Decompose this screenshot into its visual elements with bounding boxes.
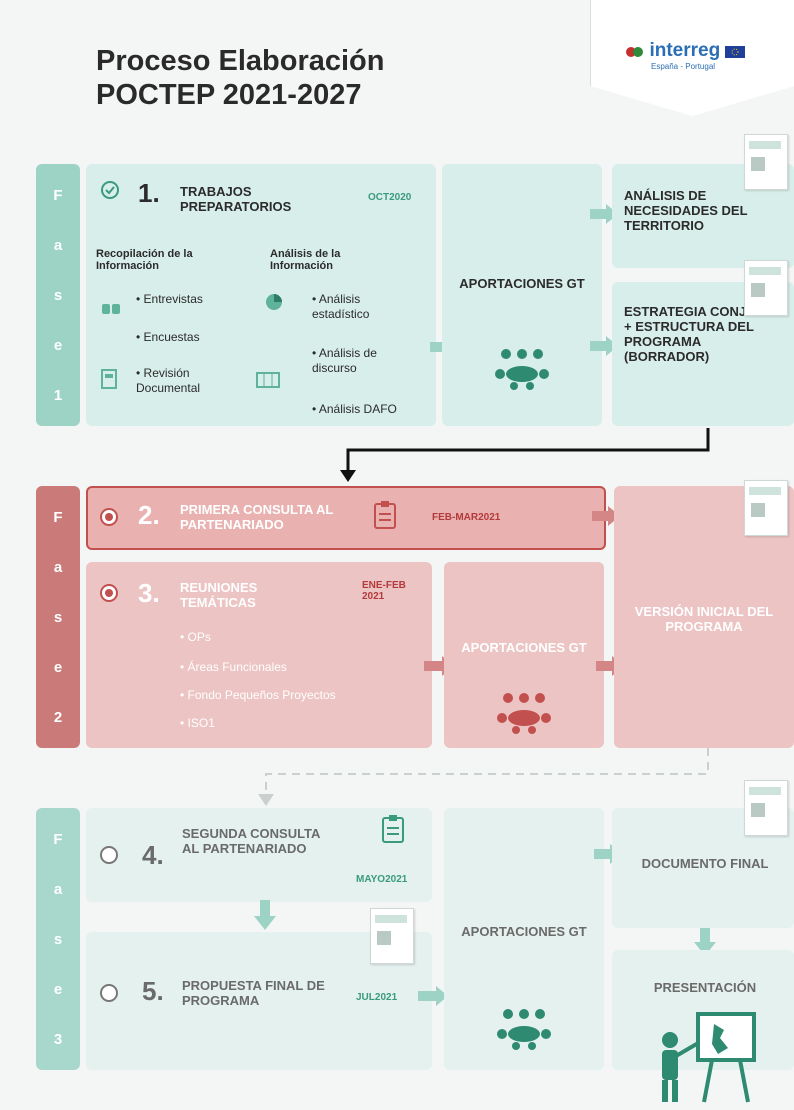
phase-letter: e [53, 980, 63, 998]
phase-letter: s [53, 286, 63, 304]
analysis-icon [256, 372, 280, 393]
radio-empty-icon [100, 846, 118, 864]
phase-3-bar: F a s e 3 [36, 808, 80, 1070]
dashed-connector [252, 748, 722, 813]
interreg-logo: interreg España - Portugal [590, 0, 794, 116]
arrow-down-icon [254, 900, 276, 935]
logo-subtitle: España - Portugal [651, 62, 716, 71]
aportaciones-1-label: APORTACIONES GT [459, 276, 585, 291]
eu-flag-icon [724, 45, 745, 58]
step-3-card [86, 562, 432, 748]
step-2-title: PRIMERA CONSULTA AL PARTENARIADO [180, 502, 334, 532]
clipboard-icon [374, 500, 396, 535]
col1-title: Recopilación de la Información [96, 248, 193, 272]
document-thumbnail-icon [744, 134, 788, 190]
radio-icon [100, 508, 118, 526]
col1-item: • Revisión Documental [136, 366, 201, 395]
col1-item: • Entrevistas [136, 292, 203, 306]
document-thumbnail-icon [744, 480, 788, 536]
step-4-number: 4. [142, 840, 164, 870]
phase-letter: a [53, 558, 63, 576]
aportaciones-2-label: APORTACIONES GT [461, 640, 587, 655]
step-1-card [86, 164, 436, 426]
logo-flag-icon [625, 45, 645, 57]
phase-1-bar: F a s e 1 [36, 164, 80, 426]
phase-letter: a [53, 880, 63, 898]
radio-empty-icon [100, 984, 118, 1002]
output-analisis-label: ANÁLISIS DE NECESIDADES DEL TERRITORIO [624, 188, 748, 233]
pie-chart-icon [264, 292, 284, 317]
col2-item: • Análisis DAFO [312, 402, 397, 416]
step-2-card [86, 486, 606, 550]
col2-title: Análisis de la Información [270, 248, 341, 272]
step-1-number: 1. [138, 178, 160, 208]
phase-number: 1 [53, 386, 63, 404]
aportaciones-3-label: APORTACIONES GT [461, 924, 587, 939]
clipboard-icon [382, 814, 404, 849]
aportaciones-1-card [442, 164, 602, 426]
phase-letter: F [53, 186, 63, 204]
phase-letter: a [53, 236, 63, 254]
step-5-date: JUL2021 [356, 992, 398, 1003]
check-icon [100, 180, 120, 205]
step-4-date: MAYO2021 [356, 874, 408, 885]
step-5-title: PROPUESTA FINAL DE PROGRAMA [182, 978, 325, 1008]
title-line-2: POCTEP 2021-2027 [96, 79, 362, 111]
step-1-date: OCT2020 [368, 192, 412, 203]
phase-letter: F [53, 508, 63, 526]
group-meeting-icon [496, 1006, 552, 1055]
phase-letter: s [53, 608, 63, 626]
arrow-right-icon [590, 204, 618, 229]
step-5-number: 5. [142, 976, 164, 1006]
phase-number: 2 [53, 708, 63, 726]
output-estrategia-label: ESTRATEGIA CONJUNTA + ESTRUCTURA DEL PRO… [624, 304, 781, 364]
step-3-item: • OPs [180, 630, 211, 644]
arrow-right-icon [592, 506, 620, 531]
arrow-right-icon [590, 336, 618, 361]
arrow-right-icon [418, 986, 448, 1011]
col2-item: • Análisis de discurso [312, 346, 377, 375]
phase-2-bar: F a s e 2 [36, 486, 80, 748]
interview-icon [100, 300, 122, 323]
group-meeting-icon [496, 690, 552, 739]
step-3-item: • Fondo Pequeños Proyectos [180, 688, 336, 702]
phase-letter: e [53, 658, 63, 676]
arrow-down-icon [694, 928, 716, 961]
title-line-1: Proceso Elaboración [96, 45, 385, 77]
step-4-title: SEGUNDA CONSULTA AL PARTENARIADO [182, 826, 320, 856]
step-3-item: • Áreas Funcionales [180, 660, 287, 674]
page-title: Proceso Elaboración POCTEP 2021-2027 [96, 44, 385, 112]
phase-letter: s [53, 930, 63, 948]
document-thumbnail-icon [744, 260, 788, 316]
output-documento-final-label: DOCUMENTO FINAL [641, 856, 769, 871]
step-3-title: REUNIONES TEMÁTICAS [180, 580, 258, 610]
radio-icon [100, 584, 118, 602]
phase-letter: F [53, 830, 63, 848]
phase-number: 3 [53, 1030, 63, 1048]
step-1-title: TRABAJOS PREPARATORIOS [180, 184, 292, 214]
step-3-item: • ISO1 [180, 716, 215, 730]
step-4-card [86, 808, 432, 902]
col1-item: • Encuestas [136, 330, 200, 344]
logo-text: interreg [649, 40, 721, 61]
col2-item: • Análisis estadístico [312, 292, 370, 321]
presenter-icon [652, 1012, 762, 1109]
document-icon [100, 368, 118, 395]
document-thumbnail-icon [744, 780, 788, 836]
output-presentacion-label: PRESENTACIÓN [653, 980, 757, 995]
step-3-number: 3. [138, 578, 160, 608]
step-2-date: FEB-MAR2021 [432, 512, 501, 523]
step-3-date: ENE-FEB 2021 [362, 580, 406, 602]
group-meeting-icon [494, 346, 550, 395]
step-2-number: 2. [138, 500, 160, 530]
output-version-inicial-label: VERSIÓN INICIAL DEL PROGRAMA [634, 604, 774, 634]
phase-letter: e [53, 336, 63, 354]
connector-arrow [334, 428, 724, 489]
document-thumbnail-icon [370, 908, 414, 964]
